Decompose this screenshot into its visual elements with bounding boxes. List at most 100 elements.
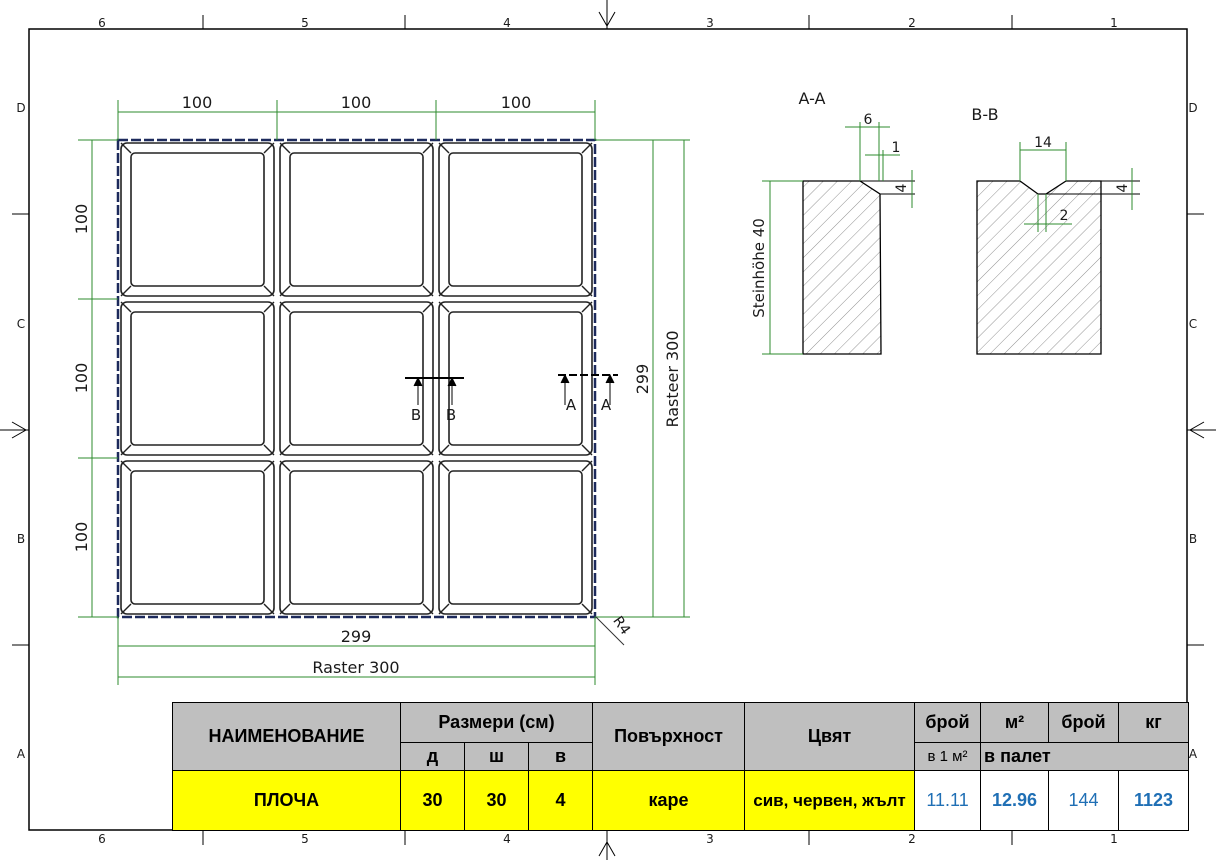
- header-length: д: [400, 742, 465, 771]
- plan-dimensions: 100 100 100 100 100 100 299 Raster 300 2…: [72, 93, 690, 685]
- tile-corner-bevel: [263, 142, 275, 154]
- section-aa-height: Steinhöhe 40: [750, 218, 768, 318]
- section-aa: A-A 6 1 4 Steinhöhe 40: [750, 89, 915, 355]
- section-bb: B-B 14 4 2: [971, 105, 1140, 355]
- zone-row-label: C: [1189, 317, 1197, 331]
- zone-row-label: C: [17, 317, 25, 331]
- row-height: 4: [527, 770, 594, 831]
- tile-corner-bevel: [581, 285, 593, 297]
- section-mark-b: B: [411, 406, 421, 424]
- tile-corner-bevel: [422, 444, 434, 456]
- tile-corner-bevel: [422, 301, 434, 313]
- tile-cell-inner: [289, 311, 424, 446]
- bottom-inner-dim: 299: [341, 627, 372, 646]
- tile-cell-outer: [279, 142, 434, 297]
- right-inner-dim: 299: [633, 364, 652, 395]
- header-surface: Повърхност: [592, 702, 746, 771]
- zone-col-label: 2: [908, 832, 916, 846]
- header-count-pallet: брой: [1048, 702, 1120, 743]
- tile-corner-bevel: [120, 301, 132, 313]
- tile-corner-bevel: [279, 142, 291, 154]
- centering-mark-bottom: [598, 830, 616, 860]
- header-per-m2: в 1 м²: [914, 742, 982, 771]
- zone-row-label: D: [1188, 101, 1197, 115]
- tile-corner-bevel: [263, 460, 275, 472]
- tile-plan-view: [116, 138, 597, 619]
- tile-cell-inner: [448, 152, 583, 287]
- tile-cell-outer: [279, 460, 434, 615]
- tile-corner-bevel: [438, 444, 450, 456]
- tile-corner-bevel: [120, 444, 132, 456]
- tile-corner-bevel: [279, 444, 291, 456]
- centering-mark-top: [598, 0, 616, 29]
- tile-cells: [120, 142, 593, 615]
- zone-col-label: 5: [301, 16, 309, 30]
- right-outer-dim: Rasteer 300: [663, 330, 682, 427]
- tile-corner-bevel: [581, 142, 593, 154]
- top-dim-label: 100: [501, 93, 532, 112]
- header-width: ш: [464, 742, 529, 771]
- row-width: 30: [464, 770, 529, 831]
- header-on-pallet: в палет: [980, 742, 1190, 771]
- top-dim-label: 100: [182, 93, 213, 112]
- tile-corner-bevel: [581, 460, 593, 472]
- zone-col-label: 2: [908, 16, 916, 30]
- tile-corner-bevel: [279, 603, 291, 615]
- zone-row-label: A: [1189, 747, 1198, 761]
- row-length: 30: [400, 770, 465, 831]
- section-bb-dim: 2: [1060, 208, 1069, 224]
- tile-corner-bevel: [279, 285, 291, 297]
- tile-cell-outer: [120, 142, 275, 297]
- zone-col-label: 6: [98, 16, 106, 30]
- section-mark-b: B: [446, 406, 456, 424]
- zone-col-label: 1: [1110, 16, 1118, 30]
- zone-row-label: A: [17, 747, 26, 761]
- centering-mark-left: [0, 421, 29, 439]
- tile-corner-bevel: [120, 285, 132, 297]
- header-height: в: [527, 742, 594, 771]
- tile-corner-bevel: [422, 460, 434, 472]
- tile-cell-outer: [120, 460, 275, 615]
- tile-cell-outer: [120, 301, 275, 456]
- tile-corner-bevel: [263, 603, 275, 615]
- zone-col-label: 3: [706, 16, 714, 30]
- left-dim-label: 100: [72, 522, 91, 553]
- row-kg: 1123: [1118, 770, 1190, 831]
- tile-corner-bevel: [438, 285, 450, 297]
- tile-corner-bevel: [438, 301, 450, 313]
- section-bb-dim: 4: [1115, 183, 1131, 192]
- section-mark-a: A: [601, 396, 612, 414]
- row-count: 144: [1048, 770, 1120, 831]
- section-bb-title: B-B: [971, 105, 998, 124]
- tile-cell-inner: [289, 152, 424, 287]
- header-m2: м²: [980, 702, 1050, 743]
- tile-corner-bevel: [263, 444, 275, 456]
- tile-cell-outer: [438, 460, 593, 615]
- zone-row-label: B: [1189, 532, 1197, 546]
- tile-corner-bevel: [581, 444, 593, 456]
- tile-cell-inner: [448, 311, 583, 446]
- zone-col-label: 5: [301, 832, 309, 846]
- row-color: сив, червен, жълт: [744, 770, 916, 831]
- tile-corner-bevel: [581, 603, 593, 615]
- bottom-outer-dim: Raster 300: [312, 658, 399, 677]
- zone-row-label: D: [16, 101, 25, 115]
- title-block: НАИМЕНОВАНИЕ Размери (см) Повърхност Цвя…: [172, 702, 1190, 831]
- section-mark-a: A: [566, 396, 577, 414]
- zone-col-label: 4: [503, 16, 511, 30]
- tile-corner-bevel: [422, 142, 434, 154]
- zone-col-label: 1: [1110, 832, 1118, 846]
- spec-table: НАИМЕНОВАНИЕ Размери (см) Повърхност Цвя…: [172, 702, 1190, 831]
- zone-col-label: 6: [98, 832, 106, 846]
- section-bb-dim: 14: [1034, 135, 1052, 151]
- tile-corner-bevel: [438, 460, 450, 472]
- tile-outline: [116, 138, 597, 619]
- tile-corner-bevel: [422, 603, 434, 615]
- top-dim-label: 100: [341, 93, 372, 112]
- header-name: НАИМЕНОВАНИЕ: [172, 702, 401, 771]
- tile-cell-inner: [448, 470, 583, 605]
- row-surface: каре: [592, 770, 746, 831]
- centering-mark-right: [1187, 421, 1216, 439]
- section-aa-dim: 4: [894, 183, 910, 192]
